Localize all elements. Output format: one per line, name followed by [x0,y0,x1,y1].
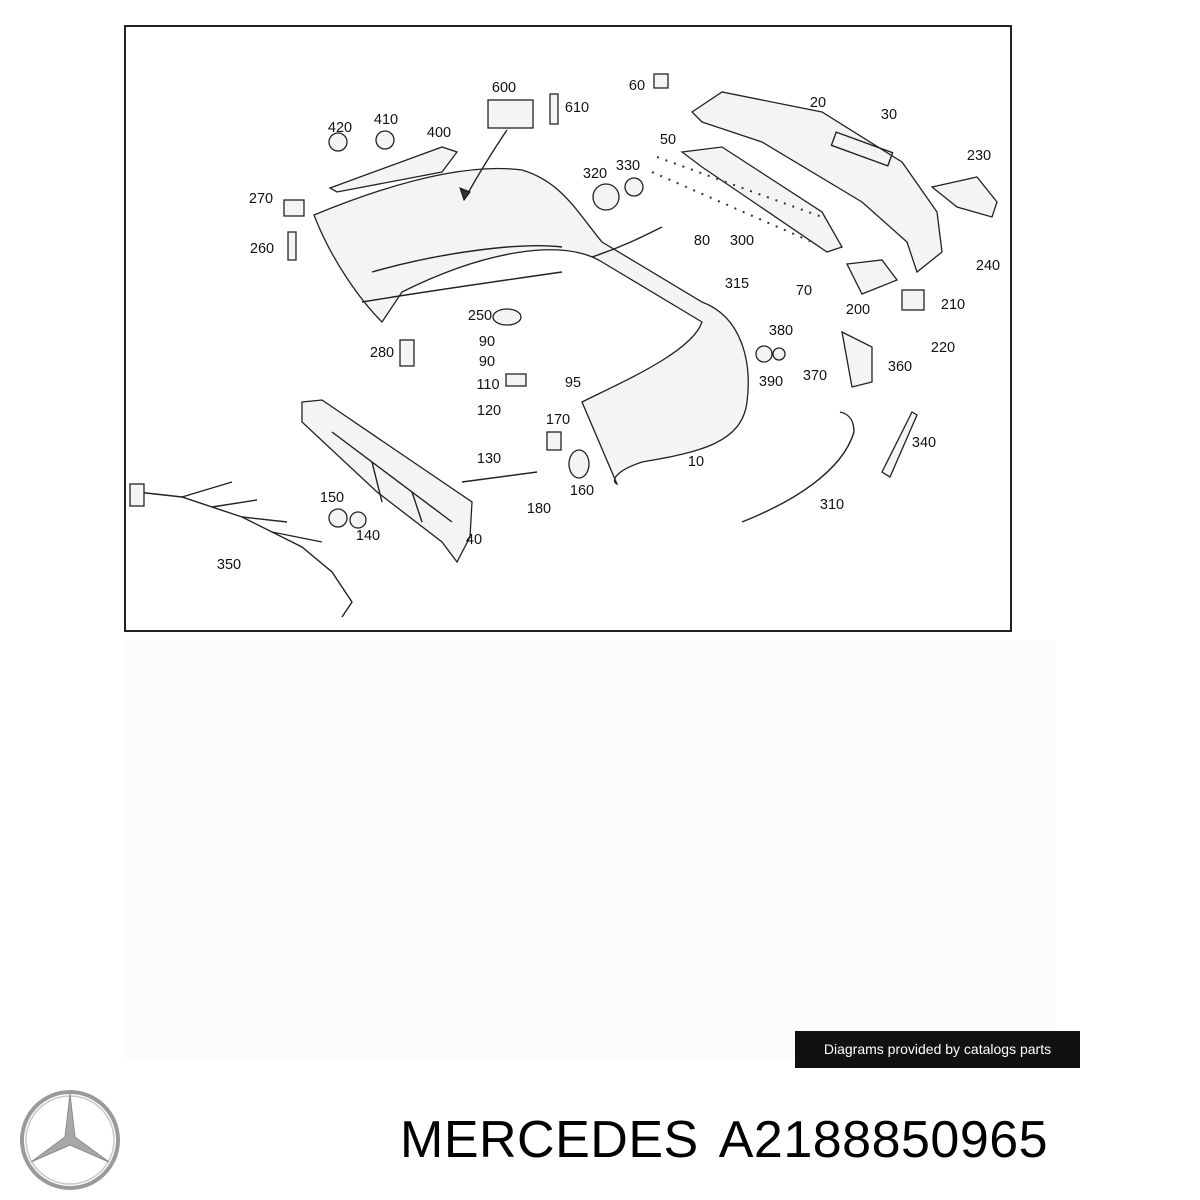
exploded-bumper-drawing [129,73,998,618]
bracket-230-part [930,176,998,218]
part-label-70: 70 [796,283,812,299]
diffuser-20-part [690,91,943,274]
part-label-400: 400 [427,125,451,141]
part-label-410: 410 [374,112,398,128]
part-label-610: 610 [565,100,589,116]
part-label-250: 250 [468,308,492,324]
part-label-270: 270 [249,191,273,207]
part-title: MERCEDES A2188850965 [400,1108,1068,1172]
part-label-200: 200 [846,302,870,318]
part-number: A2188850965 [718,1111,1049,1169]
part-label-60: 60 [629,78,645,94]
part-label-210: 210 [941,297,965,313]
part-label-600: 600 [492,80,516,96]
part-label-420: 420 [328,120,352,136]
part-label-150: 150 [320,490,344,506]
part-label-380: 380 [769,323,793,339]
part-label-95: 95 [565,375,581,391]
bumper-cover-part [313,167,749,486]
parts-diagram: 600 610 60 20 30 420 410 400 50 230 270 320 330 260 80… [124,25,1012,632]
part-label-320: 320 [583,166,607,182]
part-label-40: 40 [466,532,482,548]
part-label-315: 315 [725,276,749,292]
diagram-credit: Diagrams provided by catalogs parts [795,1031,1080,1068]
part-label-340: 340 [912,435,936,451]
part-label-110: 110 [476,377,499,393]
grille-50-part [680,146,843,253]
part-label-160: 160 [570,483,594,499]
part-label-130: 130 [477,451,501,467]
trim-400-part [328,146,459,193]
part-label-10: 10 [688,454,704,470]
part-label-240: 240 [976,258,1000,274]
part-number-labels: 600 610 60 20 30 420 410 400 50 230 270 320 330 260 80… [217,78,1000,573]
part-label-30: 30 [881,107,897,123]
part-label-20: 20 [810,95,826,111]
part-label-350: 350 [217,557,241,573]
part-label-90: 90 [479,334,495,350]
mercedes-star-icon [20,1090,120,1190]
reflector-part [881,411,918,478]
part-label-230: 230 [967,148,991,164]
watermark-area [124,640,1056,1060]
part-label-390: 390 [759,374,783,390]
part-label-80: 80 [694,233,710,249]
part-label-180: 180 [527,501,551,517]
part-label-90: 90 [479,354,495,370]
part-label-260: 260 [250,241,274,257]
part-label-300: 300 [730,233,754,249]
part-label-140: 140 [356,528,380,544]
trim-strip-part [741,411,855,523]
part-label-330: 330 [616,158,640,174]
part-label-220: 220 [931,340,955,356]
part-label-370: 370 [803,368,827,384]
brand-name: MERCEDES [400,1111,699,1169]
part-label-170: 170 [546,412,570,428]
part-label-120: 120 [477,403,501,419]
part-label-310: 310 [820,497,844,513]
part-label-280: 280 [370,345,394,361]
part-label-360: 360 [888,359,912,375]
part-label-50: 50 [660,132,676,148]
